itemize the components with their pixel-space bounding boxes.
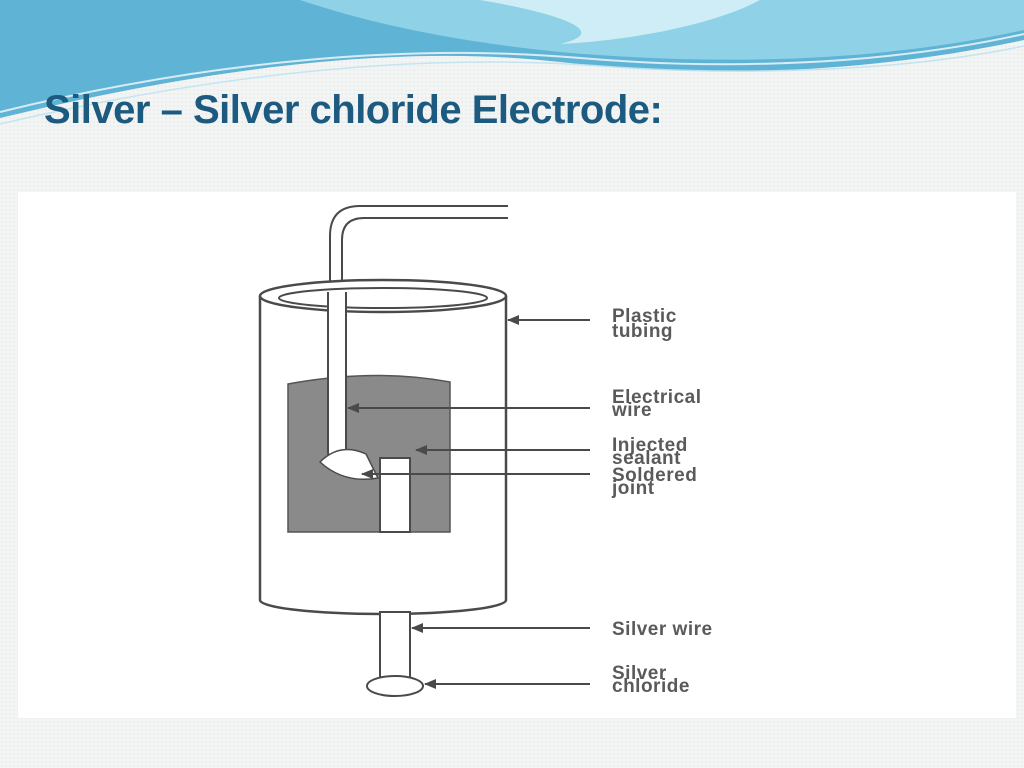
plastic-tubing-top-inner [278, 287, 488, 309]
label-electrical-wire-line2: wire [611, 400, 652, 421]
label-injected-sealant-line1: Injected [612, 435, 688, 456]
header-wave-line-1 [0, 33, 1024, 113]
header-wave-highlight [480, 0, 760, 44]
label-silver-wire: Silver wire [612, 619, 713, 640]
label-soldered-joint-line2: joint [611, 478, 655, 499]
electrode-diagram: Plastic tubing Electrical wire Injected … [258, 205, 713, 697]
label-injected-sealant-line2: sealant [612, 448, 681, 469]
header-wave-decoration [0, 0, 1024, 125]
silver-wire-inner [379, 457, 411, 533]
label-plastic-tubing-line2: tubing [612, 321, 673, 342]
label-soldered-joint-line1: Soldered [612, 465, 697, 486]
electrical-wire-lead [341, 217, 508, 284]
label-silver-chloride-line2: chloride [612, 676, 690, 697]
label-electrical-wire-line1: Electrical [612, 387, 702, 408]
electrode-diagram-panel: Plastic tubing Electrical wire Injected … [18, 192, 1016, 718]
slide-title: Silver – Silver chloride Electrode: [44, 88, 663, 132]
label-silver-chloride-line1: Silver [612, 663, 667, 684]
label-plastic-tubing-line1: Plastic [612, 306, 677, 327]
electrical-wire [327, 292, 347, 461]
electrical-wire-lead-inner [329, 205, 508, 284]
injected-sealant [287, 374, 451, 533]
header-wave-line-2 [0, 45, 1024, 125]
silver-chloride-bead [366, 675, 424, 697]
